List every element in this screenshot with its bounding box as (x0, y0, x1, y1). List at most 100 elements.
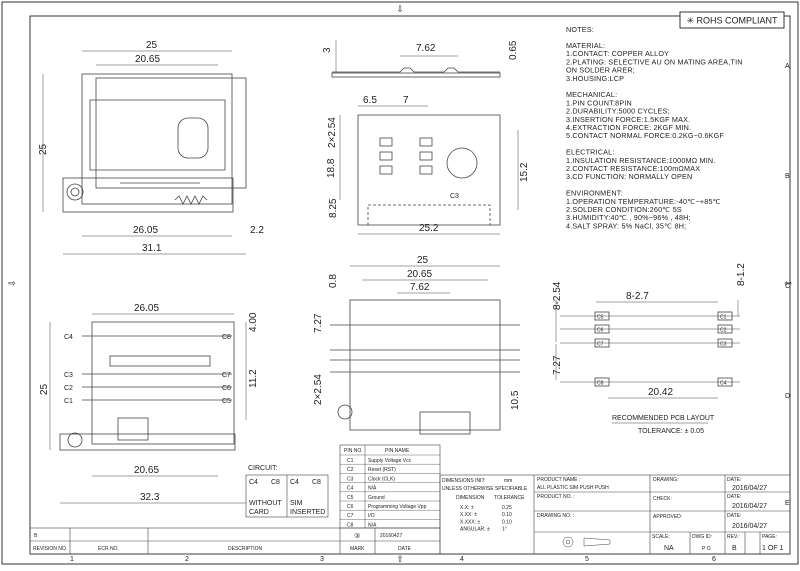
rohs-badge-box (679, 11, 785, 29)
dim-label: 25 (39, 383, 50, 395)
note-line: 1.PIN COUNT:8PIN (566, 98, 632, 107)
circuit-pin: C4 (249, 479, 258, 486)
dim-label: 8-1.2 (736, 263, 747, 286)
notes-heading: NOTES: (566, 25, 594, 34)
dim-label: 10.5 (510, 390, 521, 410)
footprint-pad (419, 137, 433, 147)
circuit-text: CARD (249, 509, 269, 516)
footprint-circle (446, 147, 478, 179)
dim-label: 2.2 (250, 225, 264, 236)
footprint-pad (379, 165, 393, 175)
pin-row-pin: C8 (347, 522, 354, 528)
circuit-text: INSERTED (290, 509, 325, 516)
pin-label: C8 (597, 381, 604, 387)
tb-label: PRODUCT NO. : (537, 494, 575, 500)
top-view-pivot (66, 183, 84, 201)
pin-label: C2 (720, 328, 727, 334)
pin-label: C3 (64, 372, 73, 379)
pin-row-name: N/A (368, 486, 377, 492)
top-view-card-slot (89, 99, 226, 171)
rohs-badge: ✳ ROHS COMPLIANT (686, 16, 778, 26)
col-label: 1 (70, 556, 74, 563)
note-line: 3.CD FUNCTION: NORMALLY OPEN (566, 172, 692, 181)
dim-label: 7.62 (416, 43, 436, 54)
revision-block (29, 527, 441, 555)
recommended-title: RECOMMENDED PCB LAYOUT (612, 415, 715, 422)
dim-label: 0.65 (508, 40, 519, 60)
pin-label: C6 (597, 328, 604, 334)
frame-arrow-bottom: ⇧ (396, 554, 404, 564)
pcb-pad (717, 338, 733, 348)
revision-mark: ③ (354, 532, 360, 540)
pin-label: C6 (222, 385, 231, 392)
tb-label: SCALE: (652, 534, 670, 540)
dim-label: 25 (38, 143, 49, 155)
pin-row-name: N/A (368, 522, 377, 528)
dim-label: 26.05 (134, 303, 159, 314)
footprint-pad (379, 137, 393, 147)
pcb-outline (349, 299, 501, 431)
dim-label: 8-2.54 (552, 281, 563, 310)
pin-label: C4 (64, 334, 73, 341)
pin-label: C7 (597, 342, 604, 348)
circuit-block: CIRCUIT: C4 C8 C4 C8 WITHOUT CARD SIM IN… (245, 465, 329, 518)
tol-value: 0.10 (502, 512, 512, 518)
note-line: 2.SOLDER CONDITION:260℃ 5S (566, 205, 682, 214)
tb-scale: NA (664, 545, 674, 552)
pcb-layout-view (330, 265, 520, 435)
note-line: 4.SALT SPRAY: 5% NaCl, 35℃ 8H; (566, 221, 686, 230)
tb-page: 1 OF 1 (762, 545, 784, 552)
recommended-layout (555, 300, 740, 399)
pin-label: C1 (720, 315, 727, 321)
tb-rev: B (732, 545, 737, 552)
revision-text: B ③ 20160427 REVISION NO. ECR NO. DESCRI… (33, 532, 412, 552)
frame-arrow-top: ⇩ (396, 4, 404, 14)
tb-date: 2016/04/27 (732, 485, 767, 492)
top-view-inner (95, 77, 247, 189)
dim-label: 31.1 (142, 243, 162, 254)
row-label: D (785, 393, 790, 400)
note-line: 3.INSERTION FORCE:1.5KGF MAX. (566, 115, 690, 124)
title-block-text: DIMENSIONS INIT: mm UNLESS OTHERWISE SPE… (442, 477, 784, 552)
pin-row-pin: C6 (347, 504, 354, 510)
note-line: 2.DURABILITY:5000 CYCLES; (566, 107, 670, 116)
pin-row-name: I/O (368, 513, 375, 519)
col-label: 6 (712, 556, 716, 563)
pin-row-pin: C2 (347, 467, 354, 473)
note-line: 2.PLATING: SELECTIVE AU ON MATING AREA,T… (566, 57, 743, 66)
circuit-pin: C8 (271, 479, 280, 486)
note-line: ON SOLDER ARER; (566, 66, 635, 75)
tb-label: APPROVED: (653, 514, 682, 520)
tb-label: UNLESS OTHERWISE SPECIFIABLE (442, 486, 528, 492)
dim-label: 7.62 (410, 282, 430, 293)
row-label: B (785, 173, 790, 180)
tb-label: DWG ID: (692, 534, 712, 540)
tb-date: 2016/04/27 (732, 523, 767, 530)
tolerance-label: TOLERANCE: ± 0.05 (638, 428, 704, 435)
note-line: 3.HOUSING:LCP (566, 74, 624, 83)
pin-row-name: Ground (368, 495, 385, 501)
tb-label: DATE: (727, 477, 741, 483)
tb-label: CHECK: (653, 496, 672, 502)
tb-label: DATE: (727, 494, 741, 500)
dim-label: 2×2.54 (327, 117, 338, 148)
tb-label: TOLERANCE (494, 495, 525, 501)
tol-dimension: X.X: ± (460, 505, 474, 511)
tb-label: PAGE: (762, 534, 777, 540)
note-line: 5.CONTACT NORMAL FORCE:0.2KG~0.6KGF (566, 131, 724, 140)
footprint-pad (379, 151, 393, 161)
pin-label: C4 (720, 381, 727, 387)
pin-row-pin: C5 (347, 495, 354, 501)
notes-block: NOTES: MATERIAL:1.CONTACT: COPPER ALLOY2… (566, 25, 743, 230)
dim-label: 20.65 (134, 465, 159, 476)
frame-arrow-right: ⇦ (784, 278, 792, 288)
top-view-spring (174, 195, 208, 205)
row-label: C (785, 283, 790, 290)
note-line: ELECTRICAL: (566, 148, 615, 157)
pin-row-pin: C1 (347, 458, 354, 464)
tb-label: DRAWING: (653, 477, 678, 483)
dim-label: 2×2.54 (313, 374, 324, 405)
tol-dimension: X.XXX: ± (460, 519, 481, 525)
pcb-pivot (337, 404, 353, 420)
pin-row-name: Programming Voltage Vpp (368, 504, 427, 510)
